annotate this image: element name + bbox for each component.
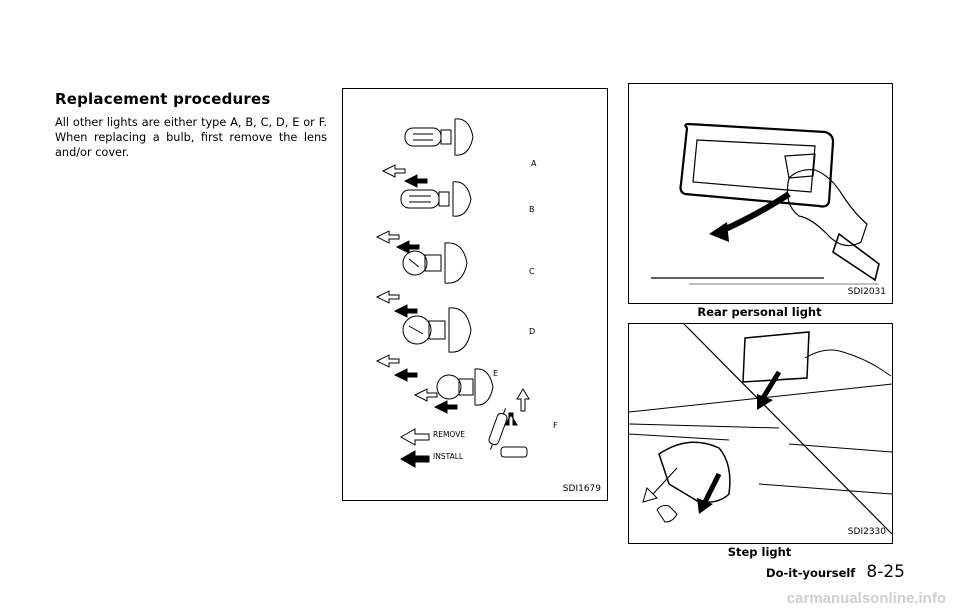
bulb-c-icon xyxy=(402,242,468,284)
figure-code: SDI2330 xyxy=(847,527,886,537)
bulb-d-icon xyxy=(402,307,472,353)
footer-section-title: Do-it-yourself xyxy=(766,566,856,580)
step-light-illustration xyxy=(629,324,892,535)
legend-remove-label: REMOVE xyxy=(433,430,466,439)
bulb-a-icon xyxy=(404,118,474,156)
bulb-e-icon xyxy=(436,368,494,406)
section-heading: Replacement procedures xyxy=(55,90,271,108)
rear-personal-light-illustration xyxy=(651,122,880,285)
bulb-b-icon xyxy=(400,181,472,217)
rear-personal-light-figure: SDI2031 xyxy=(628,83,893,304)
bulb-letter-f: F xyxy=(553,421,558,430)
bulb-letter-e: E xyxy=(493,369,499,378)
bulb-letter-d: D xyxy=(529,327,536,336)
legend-install-label: INSTALL xyxy=(433,452,464,461)
figure-code: SDI2031 xyxy=(847,287,886,297)
bulb-letter-b: B xyxy=(529,205,535,214)
bulb-types-figure: A B C D E F REMOVE INSTALL SDI1679 xyxy=(342,88,608,501)
figure-code: SDI1679 xyxy=(562,484,601,494)
step-light-caption: Step light xyxy=(727,545,792,559)
bulb-types-illustration xyxy=(375,118,530,468)
step-light-figure: SDI2330 xyxy=(628,323,893,544)
rear-personal-light-caption: Rear personal light xyxy=(697,305,822,319)
bulb-letter-c: C xyxy=(529,267,535,276)
page-footer: Do-it-yourself 8-25 xyxy=(766,562,905,582)
bulb-f-icon xyxy=(488,408,508,450)
watermark: carmanualsonline.info xyxy=(786,590,946,607)
bulb-letter-a: A xyxy=(531,159,537,168)
body-paragraph: All other lights are either type A, B, C… xyxy=(55,116,327,159)
page-number: 8-25 xyxy=(866,562,905,582)
